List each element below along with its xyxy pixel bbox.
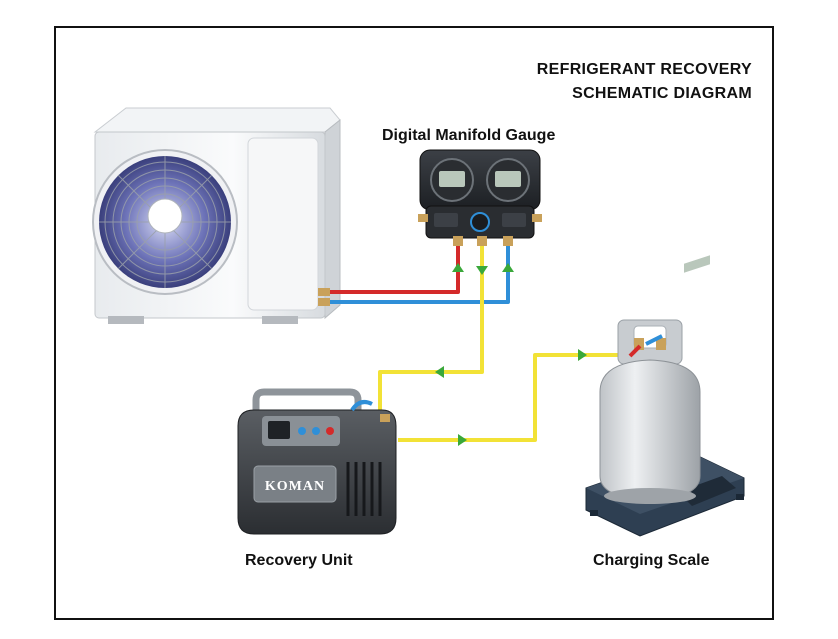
ac-outdoor-unit bbox=[92, 107, 341, 324]
recovery-to-tank-hose bbox=[398, 353, 622, 442]
low-pressure-hose bbox=[330, 242, 510, 304]
digital-manifold-gauge bbox=[418, 149, 542, 246]
refrigerant-tank bbox=[599, 319, 701, 504]
high-pressure-hose bbox=[330, 242, 460, 294]
arrow-right-top bbox=[578, 349, 587, 361]
diagram-title: REFRIGERANT RECOVERY SCHEMATIC DIAGRAM bbox=[537, 58, 752, 106]
arrow-center-down bbox=[476, 266, 488, 275]
title-line-1: REFRIGERANT RECOVERY bbox=[536, 61, 752, 78]
manifold-label: Digital Manifold Gauge bbox=[382, 127, 556, 144]
arrow-blue-up bbox=[502, 263, 514, 272]
arrow-left bbox=[435, 366, 444, 378]
recovery-unit: KOMAN bbox=[237, 388, 397, 535]
recovery-unit-label: Recovery Unit bbox=[245, 552, 353, 569]
arrow-right-bottom bbox=[458, 434, 467, 446]
title-line-2: SCHEMATIC DIAGRAM bbox=[572, 85, 752, 102]
arrow-red-up bbox=[452, 263, 464, 272]
flow-arrows bbox=[435, 263, 587, 446]
charging-scale-label: Charging Scale bbox=[593, 552, 710, 569]
manifold-to-recovery-hose bbox=[378, 242, 484, 418]
brand-label: KOMAN bbox=[265, 479, 325, 494]
